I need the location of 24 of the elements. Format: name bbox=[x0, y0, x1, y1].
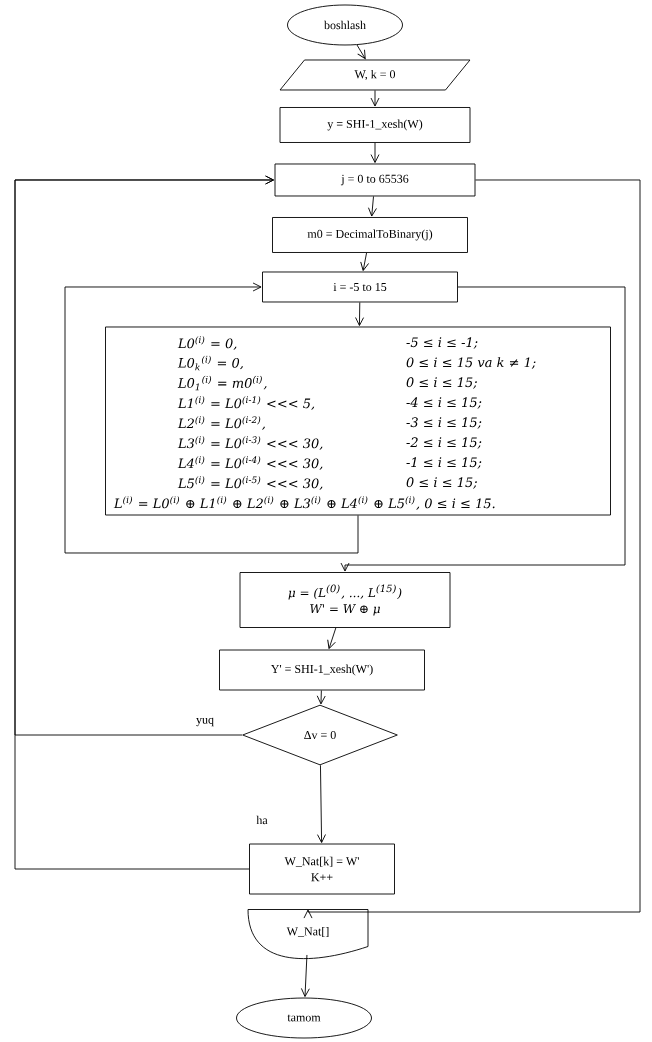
process-box: y = SHI-1_xesh(W) bbox=[279, 107, 471, 143]
terminal-oval: boshlash bbox=[287, 4, 403, 46]
arrow bbox=[356, 44, 366, 60]
arrow bbox=[327, 627, 337, 650]
arrow bbox=[368, 196, 377, 217]
process-box: μ = (L$^{(0)}$, ..., L$^{(15)}$) W' = W ⊕ μ bbox=[239, 572, 451, 628]
input-parallelogram: W, k = 0 bbox=[279, 59, 471, 91]
process-box: W_Nat[k] = W' K++ bbox=[249, 843, 395, 895]
arrow bbox=[64, 282, 359, 554]
process-box: m0 = DecimalToBinary(j) bbox=[272, 217, 468, 253]
arrow bbox=[14, 175, 274, 870]
arrow bbox=[340, 286, 626, 572]
arrow bbox=[316, 690, 326, 705]
arrow bbox=[317, 764, 326, 843]
process-box: Y' = SHI-1_xesh(W') bbox=[219, 649, 425, 691]
arrow bbox=[360, 252, 370, 271]
arrow bbox=[300, 954, 310, 997]
formula-box: L0$^{(i)}$ = 0, -5 ≤ i ≤ -1; L0$_{k}$$^{(i)}$ = 0, 0 ≤ i ≤ 15 va k ≠ 1; L0$_{1}$$^{(i)}$ = m0$^{(i)}$, 0 ≤ i ≤ 15; L1$^{(i)}$ = L0$^{(i-1)}$ <<< 5, -4 ≤ i ≤ 15; L2$^{(i)}$ = L0$^{(i-2)}$, -3 ≤ i ≤ 15; L3$^{(i)}$ = L0$^{(i-3)}$ <<< 30, -2 ≤ i ≤ 15; L4$^{(i)}$ = L0$^{(i-4)}$ <<< 30, -1 ≤ i ≤ 15; L5$^{(i)}$ = L0$^{(i-5)}$ <<< 30, 0 ≤ i ≤ 15; L$^{(i)}$ = L0$^{(i)}$ ⊕ L1$^{(i)}$ ⊕ L2$^{(i)}$ ⊕ L3$^{(i)}$ ⊕ L4$^{(i)}$ ⊕ L5$^{(i)}$, 0 ≤ i ≤ 15. bbox=[105, 326, 611, 516]
arrow bbox=[370, 142, 380, 163]
arrow bbox=[355, 302, 364, 326]
terminal-oval: tamom bbox=[236, 997, 372, 1039]
arrow bbox=[303, 179, 641, 919]
output-document: W_Nat[] bbox=[247, 909, 369, 959]
arrow bbox=[370, 90, 380, 107]
